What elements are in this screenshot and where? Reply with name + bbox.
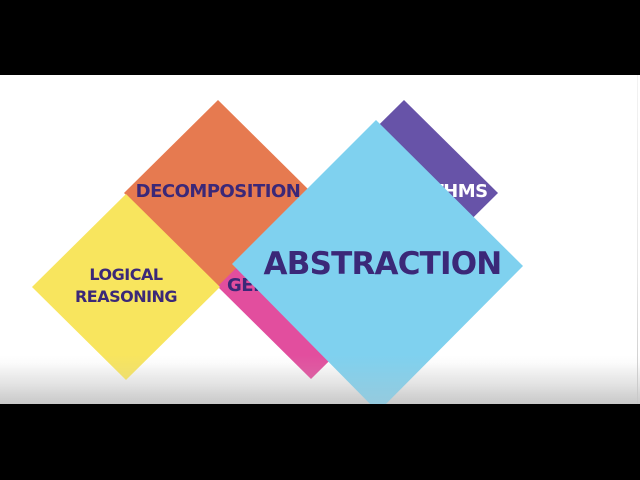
diagram-stage: ALGORITHMS DECOMPOSITION GENERALISATION … bbox=[0, 75, 640, 404]
diamond-logical-reasoning-label: LOGICAL REASONING bbox=[32, 264, 220, 308]
right-edge-line bbox=[637, 75, 638, 404]
diamond-logical-reasoning: LOGICAL REASONING bbox=[32, 194, 220, 382]
letterbox-bottom bbox=[0, 404, 640, 480]
logical-reasoning-line2: REASONING bbox=[74, 287, 178, 306]
letterbox-top bbox=[0, 0, 640, 75]
diamond-logical-reasoning-shape bbox=[32, 194, 220, 380]
diamond-abstraction-label: ABSTRACTION bbox=[263, 246, 503, 282]
logical-reasoning-line1: LOGICAL bbox=[89, 265, 163, 284]
diamond-abstraction: ABSTRACTION bbox=[232, 120, 523, 404]
diamond-abstraction-shape bbox=[232, 120, 523, 404]
diamond-decomposition-label: DECOMPOSITION bbox=[135, 181, 301, 202]
